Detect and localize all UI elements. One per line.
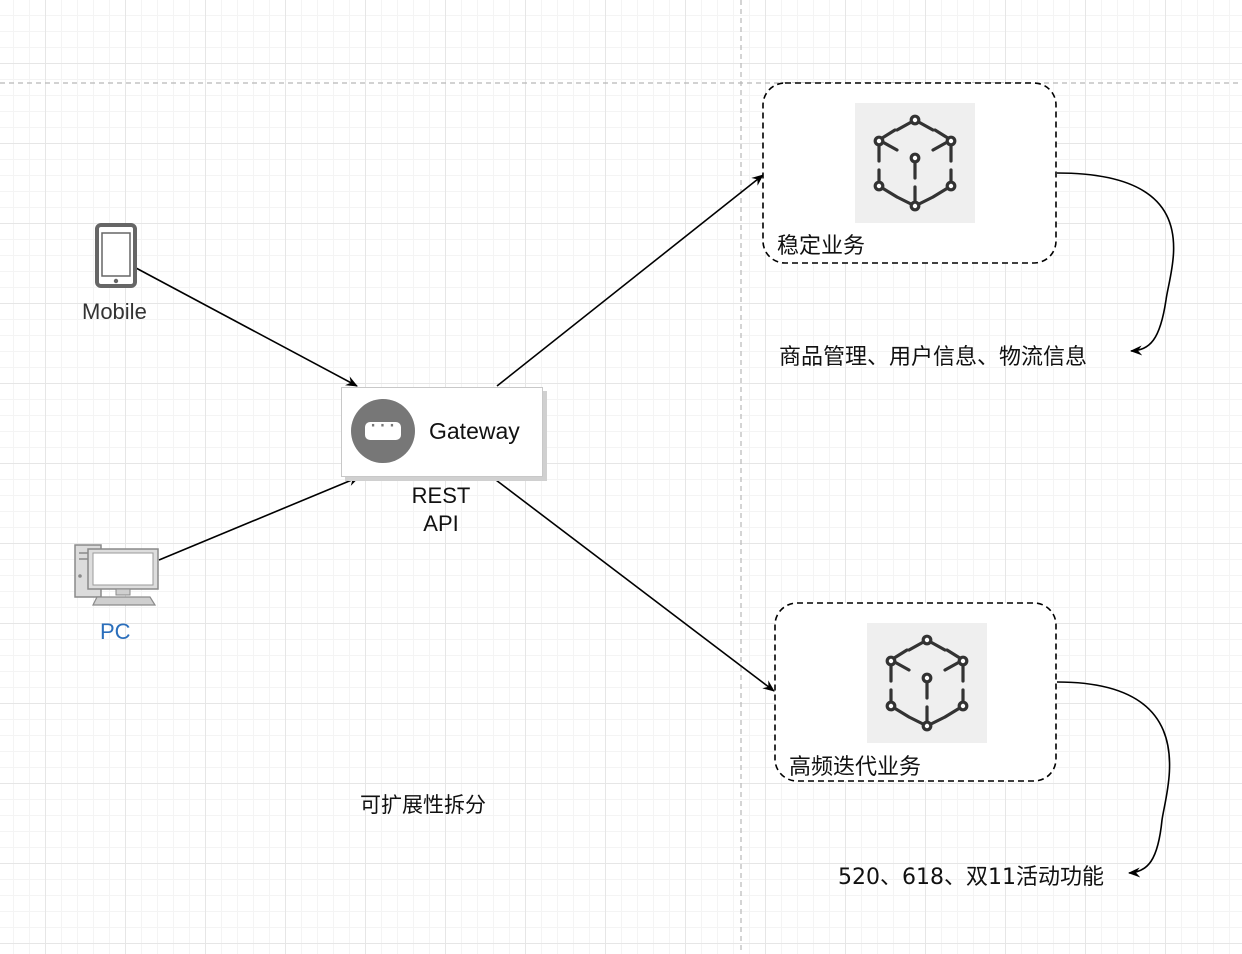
desktop-pc-icon[interactable] (74, 544, 159, 606)
gateway-protocol-line2: API (423, 511, 459, 536)
gateway-protocol-line1: REST (411, 483, 471, 508)
pc-label: PC (100, 619, 131, 644)
gateway-label: Gateway (429, 418, 520, 444)
mobile-label: Mobile (82, 299, 147, 324)
cube-icon (855, 103, 975, 223)
edge-gateway-to-fast-service[interactable] (491, 476, 775, 692)
mobile-phone-icon[interactable] (95, 223, 137, 288)
edge-stable-service-to-examples[interactable] (1056, 172, 1175, 356)
stable-service-label: 稳定业务 (777, 234, 866, 259)
edge-pc-to-gateway[interactable] (158, 476, 360, 561)
ellipsis-icon: ··· (368, 418, 398, 434)
api-gateway-icon-pill (365, 422, 401, 440)
fast-service-label: 高频迭代业务 (789, 755, 922, 780)
diagram-caption: 可扩展性拆分 (360, 793, 486, 817)
api-gateway-icon: ··· (351, 399, 415, 463)
fast-examples-label: 520、618、双11活动功能 (838, 865, 1104, 890)
stable-examples-label: 商品管理、用户信息、物流信息 (779, 345, 1088, 370)
edge-mobile-to-gateway[interactable] (135, 267, 358, 387)
cube-icon (867, 623, 987, 743)
gateway-node[interactable]: ··· Gateway (341, 387, 543, 477)
gateway-protocol-label: REST API (400, 482, 482, 538)
edge-fast-service-to-examples[interactable] (1056, 681, 1171, 878)
edge-gateway-to-stable-service[interactable] (496, 174, 764, 387)
